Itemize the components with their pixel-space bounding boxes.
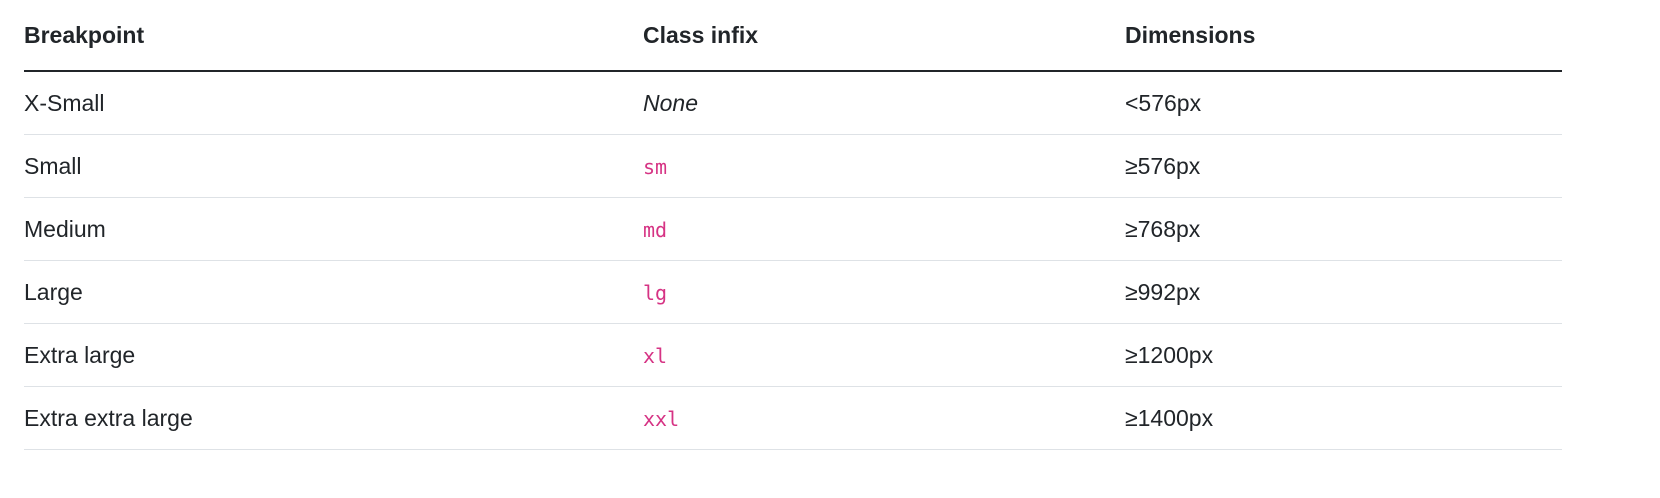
- header-breakpoint: Breakpoint: [24, 0, 643, 72]
- table-row: Medium md ≥768px: [24, 197, 1562, 261]
- breakpoint-cell: Extra large: [24, 323, 643, 387]
- table-row: Small sm ≥576px: [24, 134, 1562, 198]
- table-row: Large lg ≥992px: [24, 260, 1562, 324]
- breakpoint-cell: X-Small: [24, 71, 643, 135]
- class-infix-cell: None: [643, 71, 1125, 135]
- breakpoints-table: Breakpoint Class infix Dimensions X-Smal…: [24, 0, 1562, 450]
- class-infix-cell: xl: [643, 323, 1125, 387]
- class-infix-code: sm: [643, 154, 668, 179]
- dimensions-cell: <576px: [1125, 71, 1562, 135]
- class-infix-cell: lg: [643, 260, 1125, 324]
- table-row: Extra large xl ≥1200px: [24, 323, 1562, 387]
- class-infix-cell: sm: [643, 134, 1125, 198]
- table-row: Extra extra large xxl ≥1400px: [24, 386, 1562, 450]
- class-infix-code: xl: [643, 343, 668, 368]
- header-dimensions: Dimensions: [1125, 0, 1562, 72]
- header-class-infix: Class infix: [643, 0, 1125, 72]
- breakpoint-cell: Extra extra large: [24, 386, 643, 450]
- breakpoint-cell: Small: [24, 134, 643, 198]
- dimensions-cell: ≥992px: [1125, 260, 1562, 324]
- breakpoint-cell: Medium: [24, 197, 643, 261]
- table-header: Breakpoint Class infix Dimensions: [24, 0, 1562, 72]
- table-row: X-Small None <576px: [24, 71, 1562, 135]
- header-row: Breakpoint Class infix Dimensions: [24, 0, 1562, 72]
- class-infix-none: None: [643, 89, 698, 116]
- breakpoints-table-container: Breakpoint Class infix Dimensions X-Smal…: [24, 0, 1562, 450]
- class-infix-code: lg: [643, 280, 668, 305]
- dimensions-cell: ≥768px: [1125, 197, 1562, 261]
- dimensions-cell: ≥1400px: [1125, 386, 1562, 450]
- class-infix-cell: md: [643, 197, 1125, 261]
- dimensions-cell: ≥576px: [1125, 134, 1562, 198]
- class-infix-code: xxl: [643, 406, 680, 431]
- dimensions-cell: ≥1200px: [1125, 323, 1562, 387]
- breakpoint-cell: Large: [24, 260, 643, 324]
- class-infix-cell: xxl: [643, 386, 1125, 450]
- class-infix-code: md: [643, 217, 668, 242]
- table-body: X-Small None <576px Small sm ≥576px Medi…: [24, 71, 1562, 450]
